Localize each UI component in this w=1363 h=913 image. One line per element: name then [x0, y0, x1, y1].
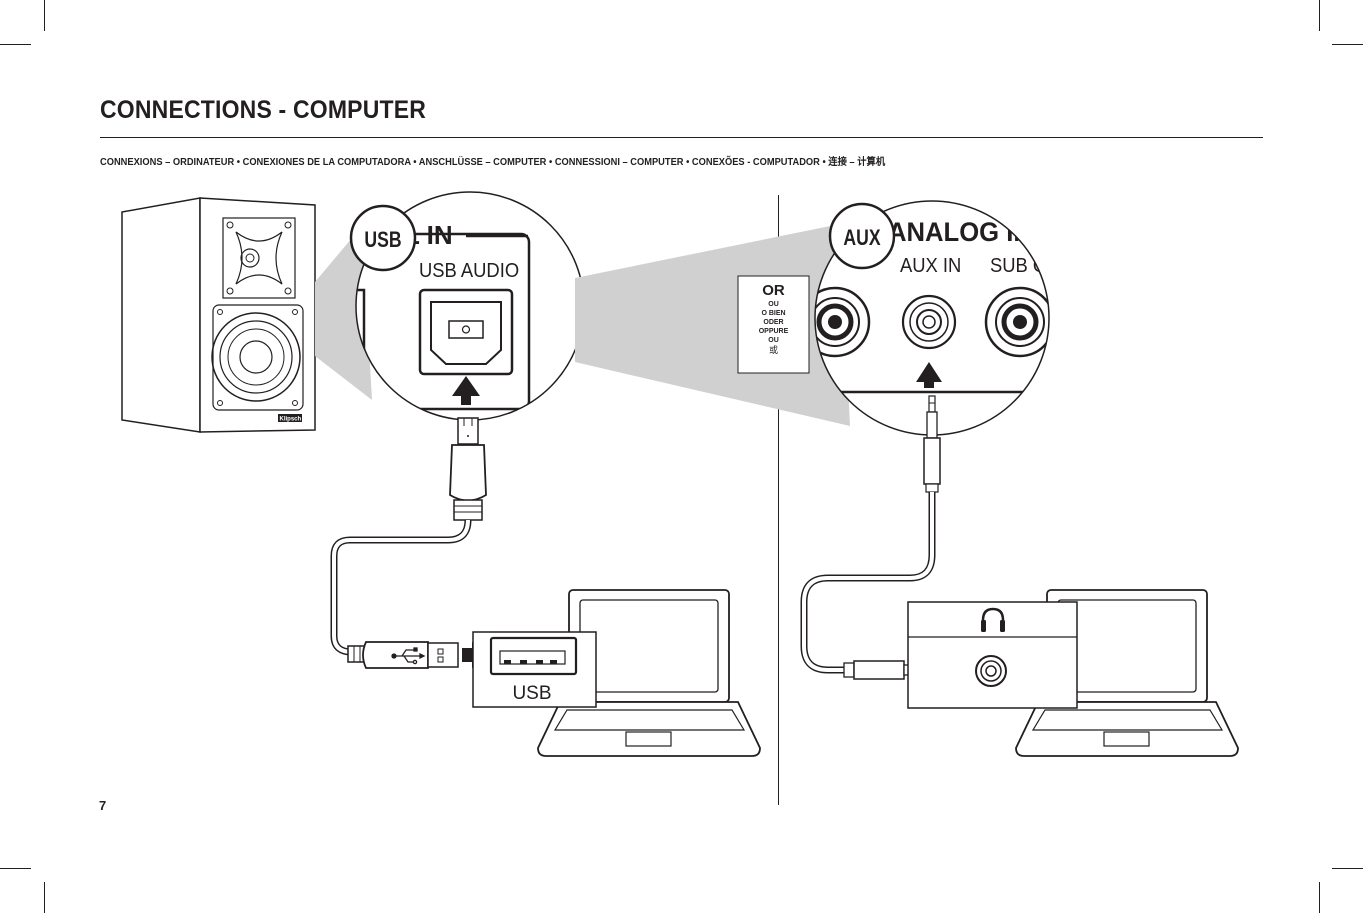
- laptop-left: [537, 589, 761, 757]
- or-translation: O BIEN: [761, 310, 786, 317]
- or-translation: ODER: [763, 319, 784, 326]
- computer-usb-port-callout: USB: [472, 631, 597, 708]
- aux-badge: AUX: [828, 202, 896, 270]
- laptop-right: [1015, 589, 1239, 757]
- page-subtitle: CONNEXIONS – ORDINATEUR • CONEXIONES DE …: [100, 157, 886, 168]
- zoom-wedge: [315, 226, 372, 400]
- usb-badge: USB: [349, 204, 417, 272]
- crop-mark: [1319, 0, 1320, 31]
- section-divider: [778, 195, 779, 805]
- or-translation: OPPURE: [758, 328, 789, 335]
- usb-audio-label: USB AUDIO: [419, 260, 519, 282]
- or-label: OR: [762, 282, 785, 299]
- page-title: CONNECTIONS - COMPUTER: [100, 96, 427, 124]
- page-number: 7: [99, 798, 107, 813]
- zoom-wedge: [575, 224, 850, 426]
- computer-usb-label: USB: [512, 683, 551, 704]
- crop-mark: [1319, 882, 1320, 913]
- or-translation: 或: [768, 345, 778, 355]
- crop-mark: [44, 882, 45, 913]
- speaker-illustration: Klipsch: [121, 197, 316, 433]
- crop-mark: [1332, 868, 1363, 869]
- aux-badge-label: AUX: [843, 226, 881, 250]
- headphones-icon: [981, 607, 1005, 632]
- usb-cable: [330, 417, 487, 669]
- crop-mark: [0, 868, 31, 869]
- or-translation: OU: [768, 337, 779, 344]
- crop-mark: [1332, 44, 1363, 45]
- title-rule: [100, 137, 1263, 138]
- or-box-text: OR OU O BIEN ODER OPPURE OU 或: [738, 283, 809, 356]
- usb-badge-label: USB: [364, 228, 401, 252]
- crop-mark: [44, 0, 45, 31]
- aux-in-label: AUX IN: [900, 255, 961, 277]
- crop-mark: [0, 44, 31, 45]
- computer-headphone-jack-callout: [907, 601, 1078, 709]
- speaker-brand: Klipsch: [280, 417, 302, 423]
- or-translation: OU: [768, 301, 779, 308]
- usb-symbol-icon: [391, 647, 426, 665]
- aux-section-label: ANALOG IN,: [888, 216, 1039, 247]
- sub-out-label: SUB O: [990, 255, 1047, 277]
